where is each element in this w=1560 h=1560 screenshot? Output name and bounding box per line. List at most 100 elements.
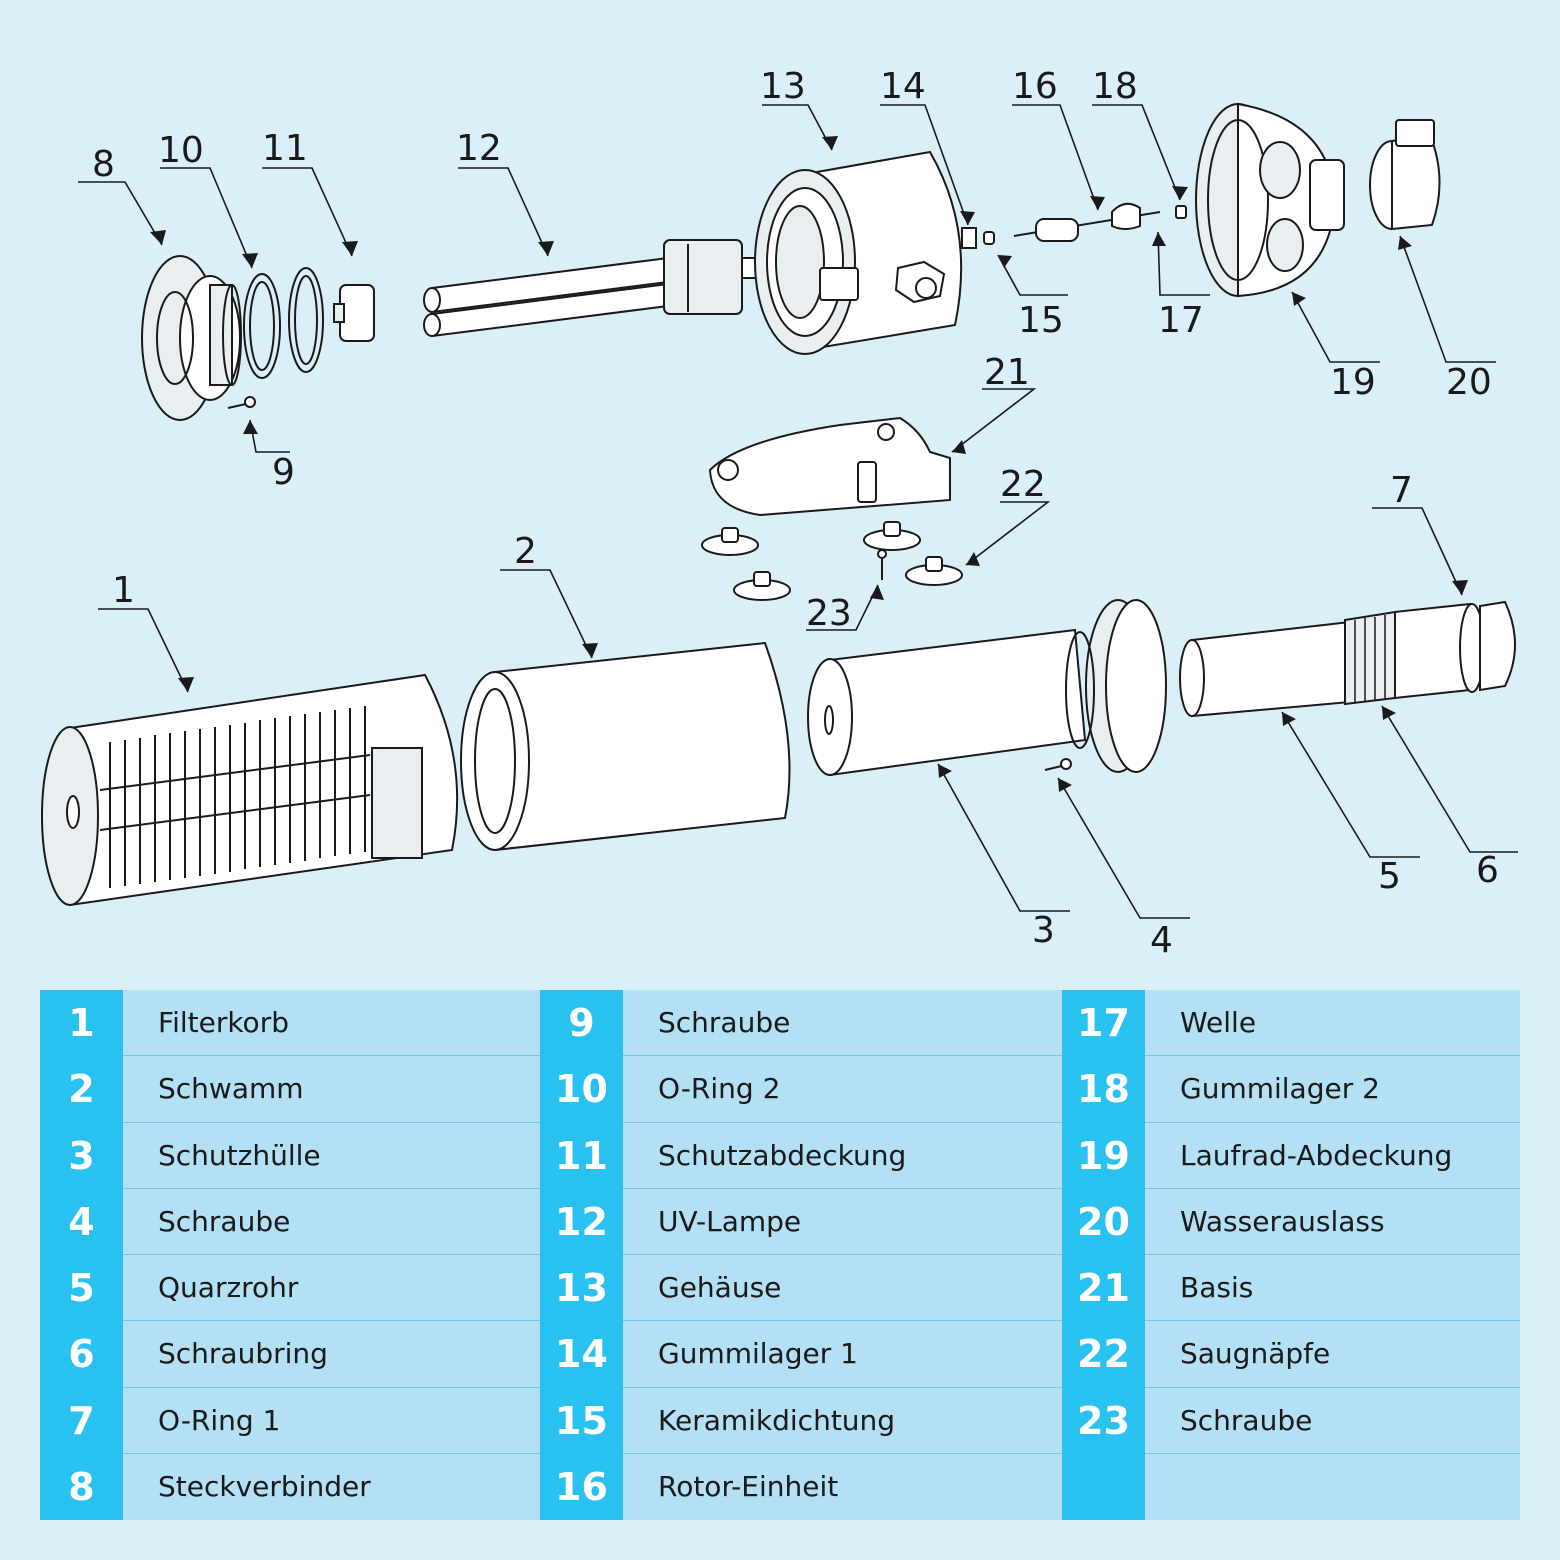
part-22-suction-cups [701,521,963,601]
legend-number: 18 [1077,1067,1130,1112]
part-20-water-outlet [1369,119,1441,231]
legend-part-name: O-Ring 1 [123,1388,540,1454]
callout-9: 9 [272,452,295,493]
part-4-screw [1044,758,1072,771]
legend-number: 9 [568,1001,595,1046]
legend-part-name [1145,1454,1520,1520]
part-10-o-ring [243,273,281,379]
legend-number: 21 [1077,1266,1130,1311]
callout-8: 8 [92,144,115,185]
legend-part-name: Welle [1145,990,1520,1057]
legend-number: 12 [555,1199,608,1244]
legend-number: 4 [68,1199,95,1244]
callout-22: 22 [1000,464,1046,505]
callout-14: 14 [880,66,926,107]
legend-column-3: 17 18 19 20 21 22 23 Welle Gummilager 2 … [1062,990,1520,1520]
part-9-screw [227,396,256,409]
legend-part-name: Basis [1145,1255,1520,1322]
legend-number [1062,1454,1145,1520]
callout-11: 11 [262,128,308,169]
part-15-ceramic-seal [983,231,995,245]
callout-13: 13 [760,66,806,107]
legend-number: 10 [555,1067,608,1112]
legend-column-1: 1 2 3 4 5 6 7 8 Filterkorb Schwamm Schut… [40,990,540,1520]
callout-5: 5 [1378,856,1401,897]
callout-3: 3 [1032,910,1055,951]
legend-part-name: Saugnäpfe [1145,1321,1520,1388]
leader-arrowheads [150,136,1468,792]
callout-17: 17 [1158,300,1204,341]
legend-part-name: Rotor-Einheit [658,1470,839,1504]
callout-19: 19 [1330,362,1376,403]
legend-part-name: UV-Lampe [623,1189,1062,1255]
callout-20: 20 [1446,362,1492,403]
legend-number: 23 [1077,1398,1130,1443]
legend-part-name: Gummilager 2 [1145,1056,1520,1123]
legend-number: 7 [68,1398,95,1443]
part-8-connector [141,255,242,421]
legend-part-name: Schwamm [123,1056,540,1123]
legend-part-name: O-Ring 2 [623,1056,1062,1123]
part-6-screw-ring [1344,610,1396,706]
name-column: Filterkorb Schwamm Schutzhülle Schraube … [123,990,540,1520]
part-7-o-ring [1394,600,1516,700]
legend-number: 22 [1077,1332,1130,1377]
legend-part-name: Gehäuse [623,1255,1062,1322]
parts-legend: 1 2 3 4 5 6 7 8 Filterkorb Schwamm Schut… [40,990,1520,1520]
legend-number: 2 [68,1067,95,1112]
part-18-rubber-bearing [1175,205,1187,219]
part-21-base [708,416,951,517]
callout-7: 7 [1390,470,1413,511]
legend-number: 20 [1077,1199,1130,1244]
part-3-protective-sleeve [807,599,1167,777]
legend-number: 6 [68,1332,95,1377]
part-1-filter-basket [41,673,459,907]
callout-12: 12 [456,128,502,169]
legend-number: 11 [555,1133,608,1178]
legend-number: 15 [555,1398,608,1443]
name-column: Welle Gummilager 2 Laufrad-Abdeckung Was… [1145,990,1520,1520]
legend-part-name: Schraube [623,990,1062,1057]
part-11-protective-cap [333,284,375,342]
legend-column-2: 9 10 11 12 13 14 15 16 Schraube O-Ring 2… [540,990,1062,1520]
part-12-uv-lamp [423,239,757,338]
callout-numbers: 1 2 3 4 5 6 7 8 9 10 11 12 13 14 15 16 1… [92,66,1499,961]
legend-part-name: Schraube [123,1189,540,1255]
callout-23: 23 [806,593,852,634]
callout-1: 1 [112,570,135,611]
callout-10: 10 [158,130,204,171]
callout-6: 6 [1476,850,1499,891]
part-23-screw [877,549,887,580]
legend-part-name: Steckverbinder [158,1470,371,1504]
callout-21: 21 [984,352,1030,393]
legend-number: 17 [1077,1001,1130,1046]
legend-number: 3 [68,1133,95,1178]
part-19-impeller-cover [1195,102,1345,298]
part-11-ring [288,267,324,373]
number-strip: 1 2 3 4 5 6 7 8 [40,990,123,1520]
part-5-quartz-tube [1179,620,1351,718]
callout-2: 2 [514,531,537,572]
legend-part-name: Schraube [1145,1388,1520,1454]
legend-part-name: Schutzabdeckung [623,1123,1062,1189]
legend-number: 13 [555,1266,608,1311]
callout-4: 4 [1150,920,1173,961]
legend-part-name: Gummilager 1 [623,1321,1062,1388]
part-2-sponge [460,641,791,852]
legend-part-name: Wasserauslass [1145,1189,1520,1255]
legend-number: 14 [555,1332,608,1377]
number-strip: 9 10 11 12 13 14 15 16 [540,990,623,1520]
exploded-view-diagram: 1 2 3 4 5 6 7 8 9 10 11 12 13 14 15 16 1… [41,66,1518,961]
legend-number: 8 [68,1464,95,1509]
legend-part-name: Schraubring [123,1321,540,1388]
callout-18: 18 [1092,66,1138,107]
legend-part-name: Quarzrohr [123,1255,540,1322]
callout-16: 16 [1012,66,1058,107]
callout-15: 15 [1018,300,1064,341]
part-16-rotor [1013,202,1161,242]
name-column: Schraube O-Ring 2 Schutzabdeckung UV-Lam… [623,990,1062,1520]
legend-number: 1 [68,1001,95,1046]
number-strip: 17 18 19 20 21 22 23 [1062,990,1145,1520]
part-13-housing [754,150,977,355]
legend-number: 19 [1077,1133,1130,1178]
